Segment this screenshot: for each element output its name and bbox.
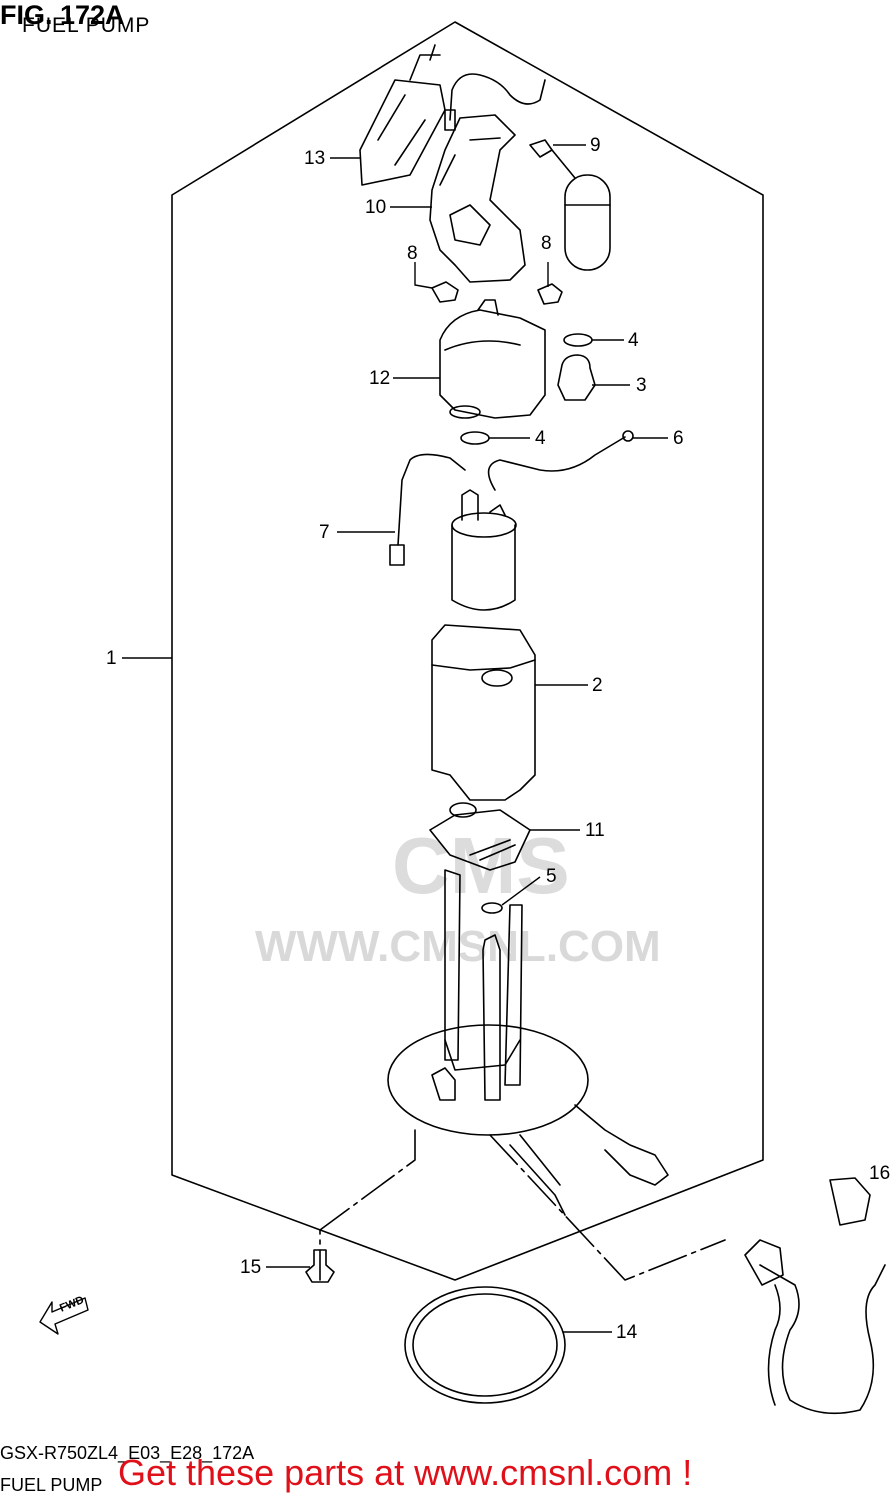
part-15-bolt: [305, 1249, 335, 1283]
callout-3: 3: [636, 375, 647, 396]
callout-9: 9: [590, 135, 601, 156]
fwd-arrow: [39, 1297, 89, 1335]
callout-8-left: 8: [407, 243, 418, 264]
watermark-url: WWW.CMSNL.COM: [255, 922, 661, 971]
part-11-filter: [429, 809, 531, 871]
part-7-wire: [397, 453, 466, 546]
assembly-outline: [171, 21, 764, 1281]
callout-1: 1: [106, 648, 117, 669]
model-code: GSX-R750ZL4_E03_E28_172A: [0, 1443, 255, 1463]
part-10-bracket: [429, 114, 526, 283]
callout-10: 10: [365, 197, 387, 218]
part-8-bolt-right: [537, 283, 563, 305]
connector-harness: [574, 1104, 669, 1186]
part-9-clip: [529, 139, 553, 158]
fuel-pump-motor: [451, 524, 516, 611]
callout-7: 7: [319, 522, 330, 543]
callout-11: 11: [585, 820, 605, 841]
part-2-holder: [431, 624, 536, 801]
part-16-hose: [759, 1264, 886, 1415]
part-5-oring: [481, 902, 503, 914]
float: [564, 174, 611, 271]
callout-14: 14: [616, 1322, 638, 1343]
callout-5: 5: [546, 866, 557, 887]
watermark-logo: CMS: [392, 821, 570, 910]
callout-6: 6: [673, 428, 684, 449]
callout-16: 16: [869, 1163, 891, 1184]
part-13-cover: [359, 79, 446, 186]
callout-8-right: 8: [541, 233, 552, 254]
part-12-housing: [439, 309, 546, 419]
fwd-label: FWD: [58, 1294, 86, 1315]
part-14-gasket: [404, 1286, 566, 1404]
rail-right: [504, 904, 523, 1086]
callout-4-bottom: 4: [535, 428, 546, 449]
part-8-bolt-left: [431, 281, 459, 303]
part-3-regulator: [557, 354, 596, 401]
flange-plate: [387, 1024, 589, 1136]
footer-title: FUEL PUMP: [0, 1475, 103, 1495]
part-4-oring-top: [563, 333, 593, 347]
part-6-wire: [487, 436, 626, 491]
callout-12: 12: [369, 368, 391, 389]
callout-2: 2: [592, 675, 603, 696]
rail-left: [444, 869, 461, 1061]
callout-4-top: 4: [628, 330, 639, 351]
callout-15: 15: [240, 1257, 262, 1278]
part-4-oring-bottom: [460, 431, 490, 445]
figure-label: FIG. 172A: [0, 0, 125, 30]
cta-link[interactable]: Get these parts at www.cmsnl.com !: [118, 1452, 693, 1493]
figure-title: FUEL PUMP: [22, 14, 151, 37]
callout-13: 13: [304, 148, 326, 169]
